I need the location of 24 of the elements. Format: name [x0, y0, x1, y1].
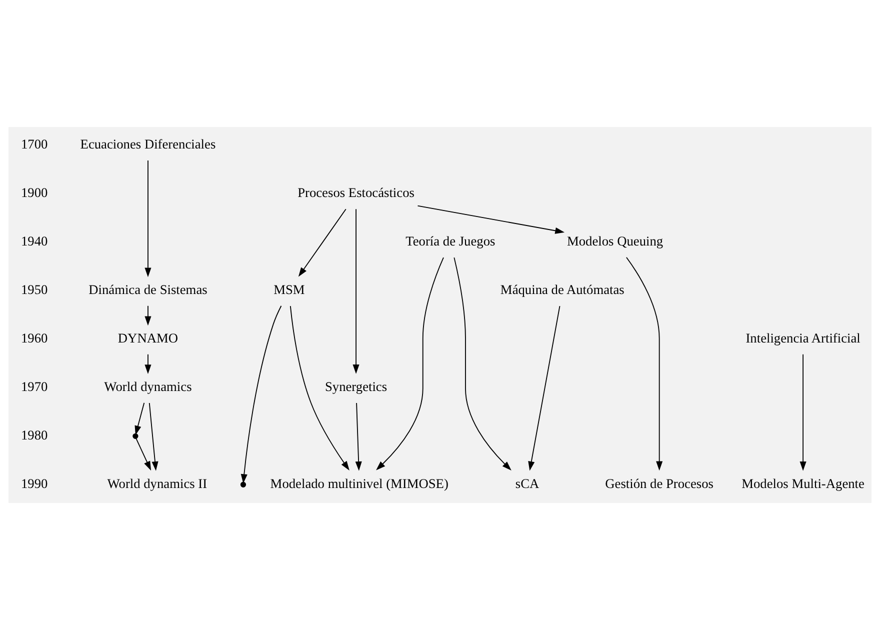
node-text: Modelado multinivel (MIMOSE) — [270, 476, 448, 491]
label: 1990 — [20, 476, 48, 491]
node-text: Teoría de Juegos — [406, 233, 496, 248]
label: 1700 — [20, 136, 48, 152]
node-text: World dynamics II — [107, 476, 208, 491]
node-text: Dinámica de Sistemas — [88, 282, 208, 297]
node-text: Máquina de Autómatas — [500, 282, 624, 297]
node-text: DYNAMO — [118, 330, 178, 346]
node-text: World dynamics — [104, 378, 192, 394]
node-text: Inteligencia Artificial — [746, 330, 860, 346]
label: 1950 — [20, 282, 48, 297]
node-text: Procesos Estocásticos — [298, 185, 414, 200]
label: 1960 — [20, 330, 48, 346]
node-text: Modelos Multi-Agente — [742, 476, 864, 491]
label: 1900 — [20, 185, 48, 200]
label: 1940 — [20, 233, 48, 248]
node-text: Ecuaciones Diferenciales — [80, 136, 216, 152]
node-text: Gestión de Procesos — [605, 476, 714, 491]
node-text: MSM — [274, 282, 305, 297]
node-text: sCA — [515, 476, 540, 491]
label: 1980 — [20, 427, 48, 442]
label: 1970 — [20, 378, 48, 394]
node-text: Modelos Queuing — [566, 233, 664, 248]
node-text: Synergetics — [324, 378, 388, 394]
